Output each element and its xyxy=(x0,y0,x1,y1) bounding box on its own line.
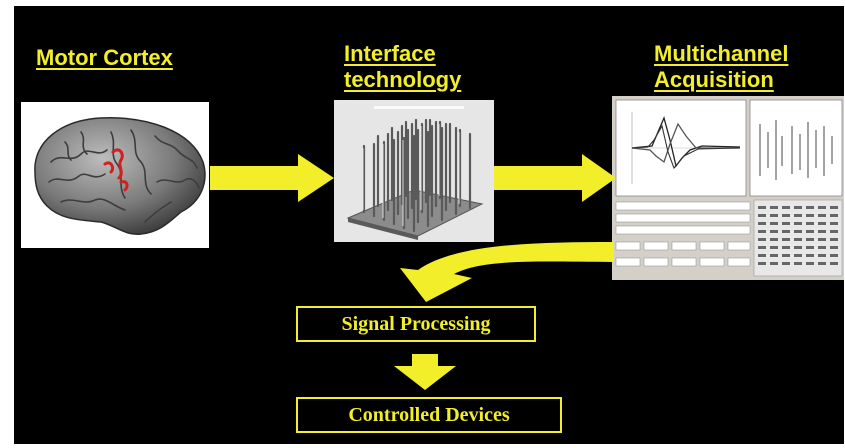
brain-image xyxy=(21,102,209,248)
arrow-processing-to-devices xyxy=(394,354,456,390)
acquisition-software-screenshot xyxy=(612,96,844,280)
arrow-interface-to-acquisition xyxy=(494,154,616,202)
electrode-array-image xyxy=(334,100,494,242)
motor-cortex-title: Motor Cortex xyxy=(36,45,173,70)
multichannel-acquisition-title-line1: Multichannel xyxy=(654,41,789,66)
curved-arrow-acquisition-to-processing xyxy=(400,242,614,302)
controlled-devices-box: Controlled Devices xyxy=(296,397,562,433)
multichannel-acquisition-title-line2: Acquisition xyxy=(654,67,774,92)
interface-technology-title-line1: Interface xyxy=(344,41,436,66)
signal-processing-box: Signal Processing xyxy=(296,306,536,342)
arrow-brain-to-interface xyxy=(210,154,334,202)
interface-technology-title-line2: technology xyxy=(344,67,462,92)
diagram-slide: Motor Cortex Interface technology Multic… xyxy=(14,6,844,444)
